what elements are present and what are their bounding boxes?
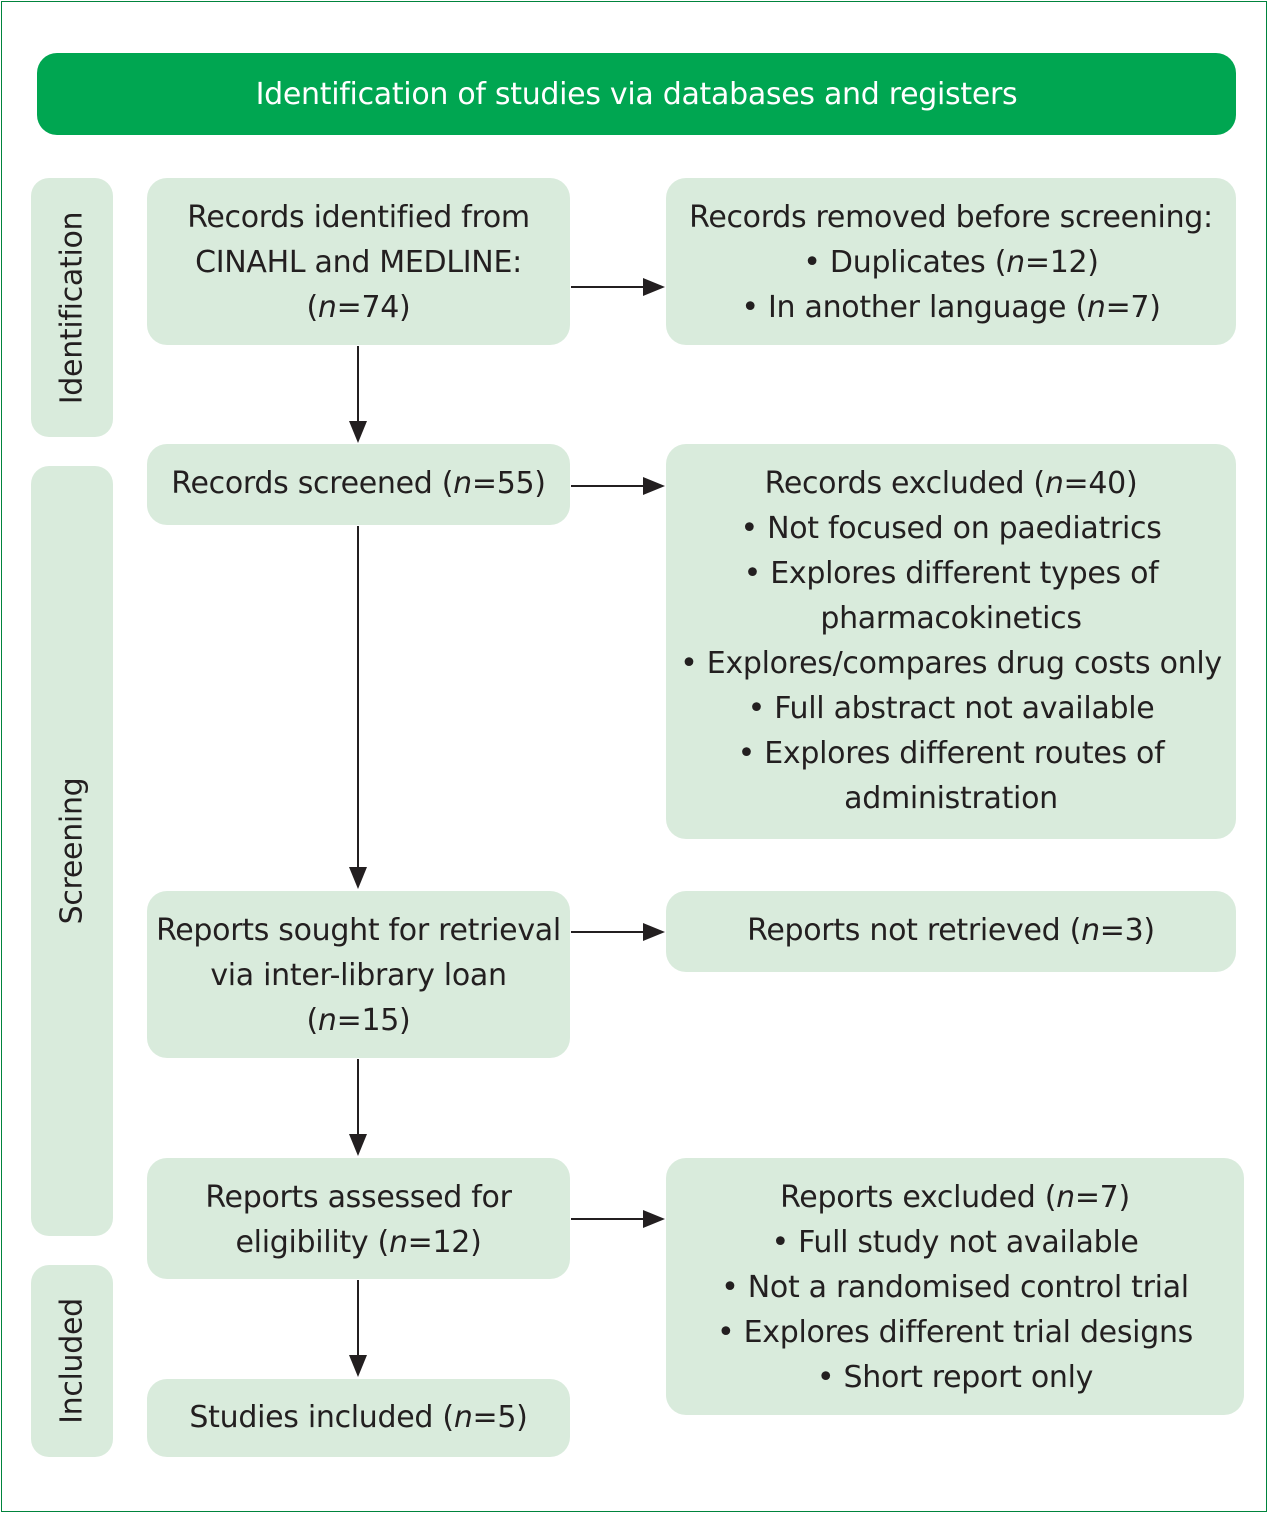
box-line: Reports excluded (n=7) [780, 1180, 1130, 1215]
stage-identification: Identification [31, 178, 113, 437]
box-reports-excluded: Reports excluded (n=7) • Full study not … [666, 1158, 1244, 1415]
box-line: (n=15) [306, 1003, 411, 1038]
arrowhead [643, 923, 665, 941]
box-line: Studies included (n=5) [189, 1400, 528, 1435]
box-line: Records identified from [187, 200, 530, 235]
box-line: (n=74) [306, 290, 411, 325]
box-line: Reports assessed for [205, 1180, 512, 1215]
box-line: Records screened (n=55) [171, 466, 546, 501]
box-studies-included: Studies included (n=5) [147, 1379, 570, 1457]
box-line: pharmacokinetics [820, 601, 1082, 636]
box-line: Reports sought for retrieval [156, 913, 561, 948]
box-line: • In another language (n=7) [741, 290, 1161, 325]
box-line: • Explores different routes of [737, 736, 1165, 771]
box-reports-sought: Reports sought for retrieval via inter-l… [147, 891, 570, 1058]
box-line: • Short report only [816, 1360, 1094, 1395]
box-line: • Full study not available [771, 1225, 1139, 1260]
arrowhead [349, 1134, 367, 1156]
arrowhead [643, 477, 665, 495]
box-line: • Full abstract not available [747, 691, 1155, 726]
box-line: • Explores/compares drug costs only [680, 646, 1222, 681]
box-line: Reports not retrieved (n=3) [747, 913, 1155, 948]
stage-screening: Screening [31, 466, 113, 1236]
arrowhead [643, 1210, 665, 1228]
stage-included: Included [31, 1265, 113, 1457]
box-records-removed: Records removed before screening: • Dupl… [666, 178, 1236, 345]
box-line: • Not a randomised control trial [721, 1270, 1189, 1305]
box-reports-assessed: Reports assessed for eligibility (n=12) [147, 1158, 570, 1279]
box-line: • Duplicates (n=12) [803, 245, 1099, 280]
arrowhead [349, 867, 367, 889]
box-line: Records excluded (n=40) [764, 466, 1138, 501]
arrowhead [349, 421, 367, 443]
box-reports-not-retrieved: Reports not retrieved (n=3) [666, 891, 1236, 972]
box-records-screened: Records screened (n=55) [147, 444, 570, 525]
arrowhead [349, 1355, 367, 1377]
box-line: Records removed before screening: [689, 200, 1213, 235]
box-line: administration [844, 781, 1058, 816]
arrowhead [643, 278, 665, 296]
box-line: • Explores different types of [743, 556, 1159, 591]
header-title: Identification of studies via databases … [255, 76, 1018, 112]
box-records-excluded: Records excluded (n=40) • Not focused on… [666, 444, 1236, 839]
box-line: • Explores different trial designs [716, 1315, 1193, 1350]
box-records-identified: Records identified from CINAHL and MEDLI… [147, 178, 570, 345]
header-banner: Identification of studies via databases … [37, 53, 1236, 135]
box-line: • Not focused on paediatrics [740, 511, 1162, 546]
box-line: CINAHL and MEDLINE: [195, 245, 522, 280]
box-line: via inter-library loan [210, 958, 507, 993]
box-line: eligibility (n=12) [235, 1225, 482, 1260]
